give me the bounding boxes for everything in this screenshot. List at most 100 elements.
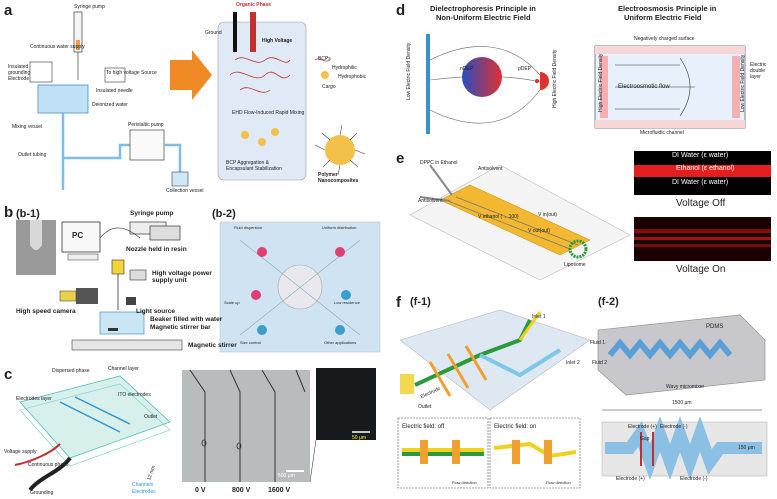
label-wavy: Wavy micromixer bbox=[666, 384, 705, 390]
label-hydrophilic: Hydrophilic bbox=[332, 65, 357, 71]
panel-b1-drawing bbox=[16, 220, 381, 353]
panel-letter-c: c bbox=[4, 366, 13, 383]
label-outlet-c: Outlet bbox=[144, 414, 158, 420]
legend-channels: Channels bbox=[132, 482, 154, 488]
label-stirbar: Magnetic stirrer bar bbox=[150, 324, 211, 331]
b2-label-1: Uniform distribution bbox=[322, 225, 357, 230]
label-ito: ITO electrodes bbox=[118, 392, 151, 398]
panel-letter-b2: (b-2) bbox=[212, 208, 236, 220]
panel-letter-f: f bbox=[396, 294, 401, 311]
panel-f-drawing bbox=[397, 309, 768, 489]
label-deionized: Deionized water bbox=[92, 102, 128, 108]
label-voltage-on: Voltage On bbox=[676, 264, 726, 275]
label-microchannel: Microfluidic channel bbox=[640, 130, 684, 136]
label-edl: Electric double layer bbox=[750, 62, 767, 80]
b2-label-3: Low residence bbox=[334, 300, 360, 305]
title-dep-1: Dielectrophoresis Principle in bbox=[430, 4, 536, 13]
label-v-ethanol: V ethanol (→ 100) bbox=[478, 214, 519, 220]
panel-d-drawing bbox=[426, 34, 746, 134]
label-ground: Ground bbox=[205, 30, 222, 36]
label-fluid2: Fluid 2 bbox=[592, 360, 608, 366]
b2-label-5: Other applications bbox=[324, 340, 357, 345]
label-v-in: V in(out) bbox=[538, 212, 557, 218]
panel-a-drawing bbox=[29, 11, 366, 190]
label-to-hv: To high voltage Source bbox=[106, 70, 157, 76]
label-bcp-agg: BCP Aggregation & Encapsulant Stabilizat… bbox=[226, 160, 282, 172]
label-collection: Collection vessel bbox=[166, 188, 204, 194]
label-ethanol: Ethanol (ε ethanol) bbox=[676, 165, 735, 172]
label-antisolvent-top: Antisolvent bbox=[478, 166, 503, 172]
label-insulated-needle: Insulated needle bbox=[96, 88, 133, 94]
label-fluid1: Fluid 1 bbox=[590, 340, 606, 346]
label-di-top: DI Water (ε water) bbox=[672, 152, 729, 159]
panel-letter-a: a bbox=[4, 2, 13, 19]
label-outlet-f1: Outlet bbox=[418, 404, 432, 410]
panel-c-drawing bbox=[14, 368, 376, 492]
label-el-minus-bottom: Electrode (-) bbox=[680, 476, 708, 482]
label-low-right: Low Electric Field Density bbox=[740, 54, 746, 112]
label-v-out: V out(out) bbox=[528, 228, 550, 234]
label-hv-supply: High voltage power supply unit bbox=[152, 270, 212, 284]
label-ndep: nDEP bbox=[460, 66, 474, 72]
label-width: 150 μm bbox=[738, 445, 755, 451]
label-light: Light source bbox=[136, 308, 176, 315]
label-high-left: High Electric Field Density bbox=[552, 49, 558, 108]
label-gap: Gap bbox=[640, 436, 650, 442]
label-hydrophobic: Hydrophobic bbox=[338, 74, 367, 80]
label-insulated-grounding: Insulated grounding Electrode bbox=[8, 64, 31, 82]
panel-letter-e: e bbox=[396, 150, 405, 167]
scale-bar-1: 500 μm bbox=[278, 473, 295, 479]
label-pc: PC bbox=[72, 231, 84, 240]
label-grounding: Grounding bbox=[30, 490, 54, 496]
label-neg-surface: Negatively charged surface bbox=[634, 36, 695, 42]
label-syringe-pump-b: Syringe pump bbox=[130, 210, 174, 217]
label-syringe-pump: Syringe pump bbox=[74, 4, 105, 10]
label-el-plus-top: Electrode (+) bbox=[628, 424, 657, 430]
label-nozzle: Nozzle held in resin bbox=[126, 246, 187, 253]
label-di-bottom: DI Water (ε water) bbox=[672, 179, 729, 186]
title-eo-1: Electroosmosis Principle in bbox=[618, 4, 717, 13]
label-dispersed: Dispersed phase bbox=[52, 368, 90, 374]
label-el-minus-top: Electrode (-) bbox=[660, 424, 688, 430]
label-field-on: Electric field: on bbox=[494, 424, 537, 430]
panel-e-drawing bbox=[409, 151, 771, 280]
label-voltage-supply: Voltage supply bbox=[4, 449, 37, 455]
label-el-plus-bottom: Electrode (+) bbox=[616, 476, 645, 482]
label-pdms: PDMS bbox=[706, 324, 724, 330]
label-ehd: EHD Flow-Induced Rapid Mixing bbox=[232, 110, 305, 116]
label-field-off: Electric field: off bbox=[402, 424, 445, 430]
label-mixing-vessel: Mixing vessel bbox=[12, 124, 43, 130]
title-eo-2: Uniform Electric Field bbox=[624, 13, 702, 22]
panel-letter-f1: (f-1) bbox=[410, 296, 431, 308]
label-beaker: Beaker filled with water bbox=[150, 316, 223, 323]
label-stirrer: Magnetic stirrer bbox=[188, 342, 237, 349]
panel-letter-f2: (f-2) bbox=[598, 296, 619, 308]
label-inlet1: Inlet 1 bbox=[532, 314, 546, 320]
label-low-left: Low Electric Field Density bbox=[406, 42, 412, 100]
label-continuous-water: Continuous water supply bbox=[30, 44, 85, 50]
b2-label-2: Scale up bbox=[224, 300, 240, 305]
label-liposome: Liposome bbox=[564, 262, 586, 268]
label-polymer: Polymer Nanocomposites bbox=[318, 172, 359, 184]
title-dep-2: Non-Uniform Electric Field bbox=[436, 13, 531, 22]
scale-bar-2: 50 μm bbox=[352, 435, 366, 441]
label-peristaltic: Peristaltic pump bbox=[128, 122, 164, 128]
label-outlet-tubing: Outlet tubing bbox=[18, 152, 47, 158]
label-high-right: High Electric Field Density bbox=[598, 53, 604, 112]
panel-letter-b: b bbox=[4, 204, 14, 221]
label-flow-dir-on: Flow direction bbox=[546, 480, 571, 485]
b2-label-0: Fluid dispersion bbox=[234, 225, 263, 230]
panel-letter-b1: (b-1) bbox=[16, 208, 40, 220]
label-length: 1500 μm bbox=[672, 400, 692, 406]
label-inlet2: Inlet 2 bbox=[566, 360, 580, 366]
legend-electrodes: Electrodes bbox=[132, 489, 156, 495]
label-antisolvent-left: Antisolvent bbox=[418, 198, 443, 204]
label-channel-layer: Channel layer bbox=[108, 366, 139, 372]
label-dppc: DPPC in Ethanol bbox=[420, 160, 458, 166]
label-pdep: pDEP bbox=[518, 66, 532, 72]
label-eo-flow: Electroosmotic flow bbox=[618, 84, 670, 90]
label-continuous: Continuous phase bbox=[28, 462, 69, 468]
label-flow-dir-off: Flow direction bbox=[452, 480, 477, 485]
label-cargo: Cargo bbox=[322, 84, 336, 90]
label-high-voltage: High Voltage bbox=[262, 38, 293, 44]
